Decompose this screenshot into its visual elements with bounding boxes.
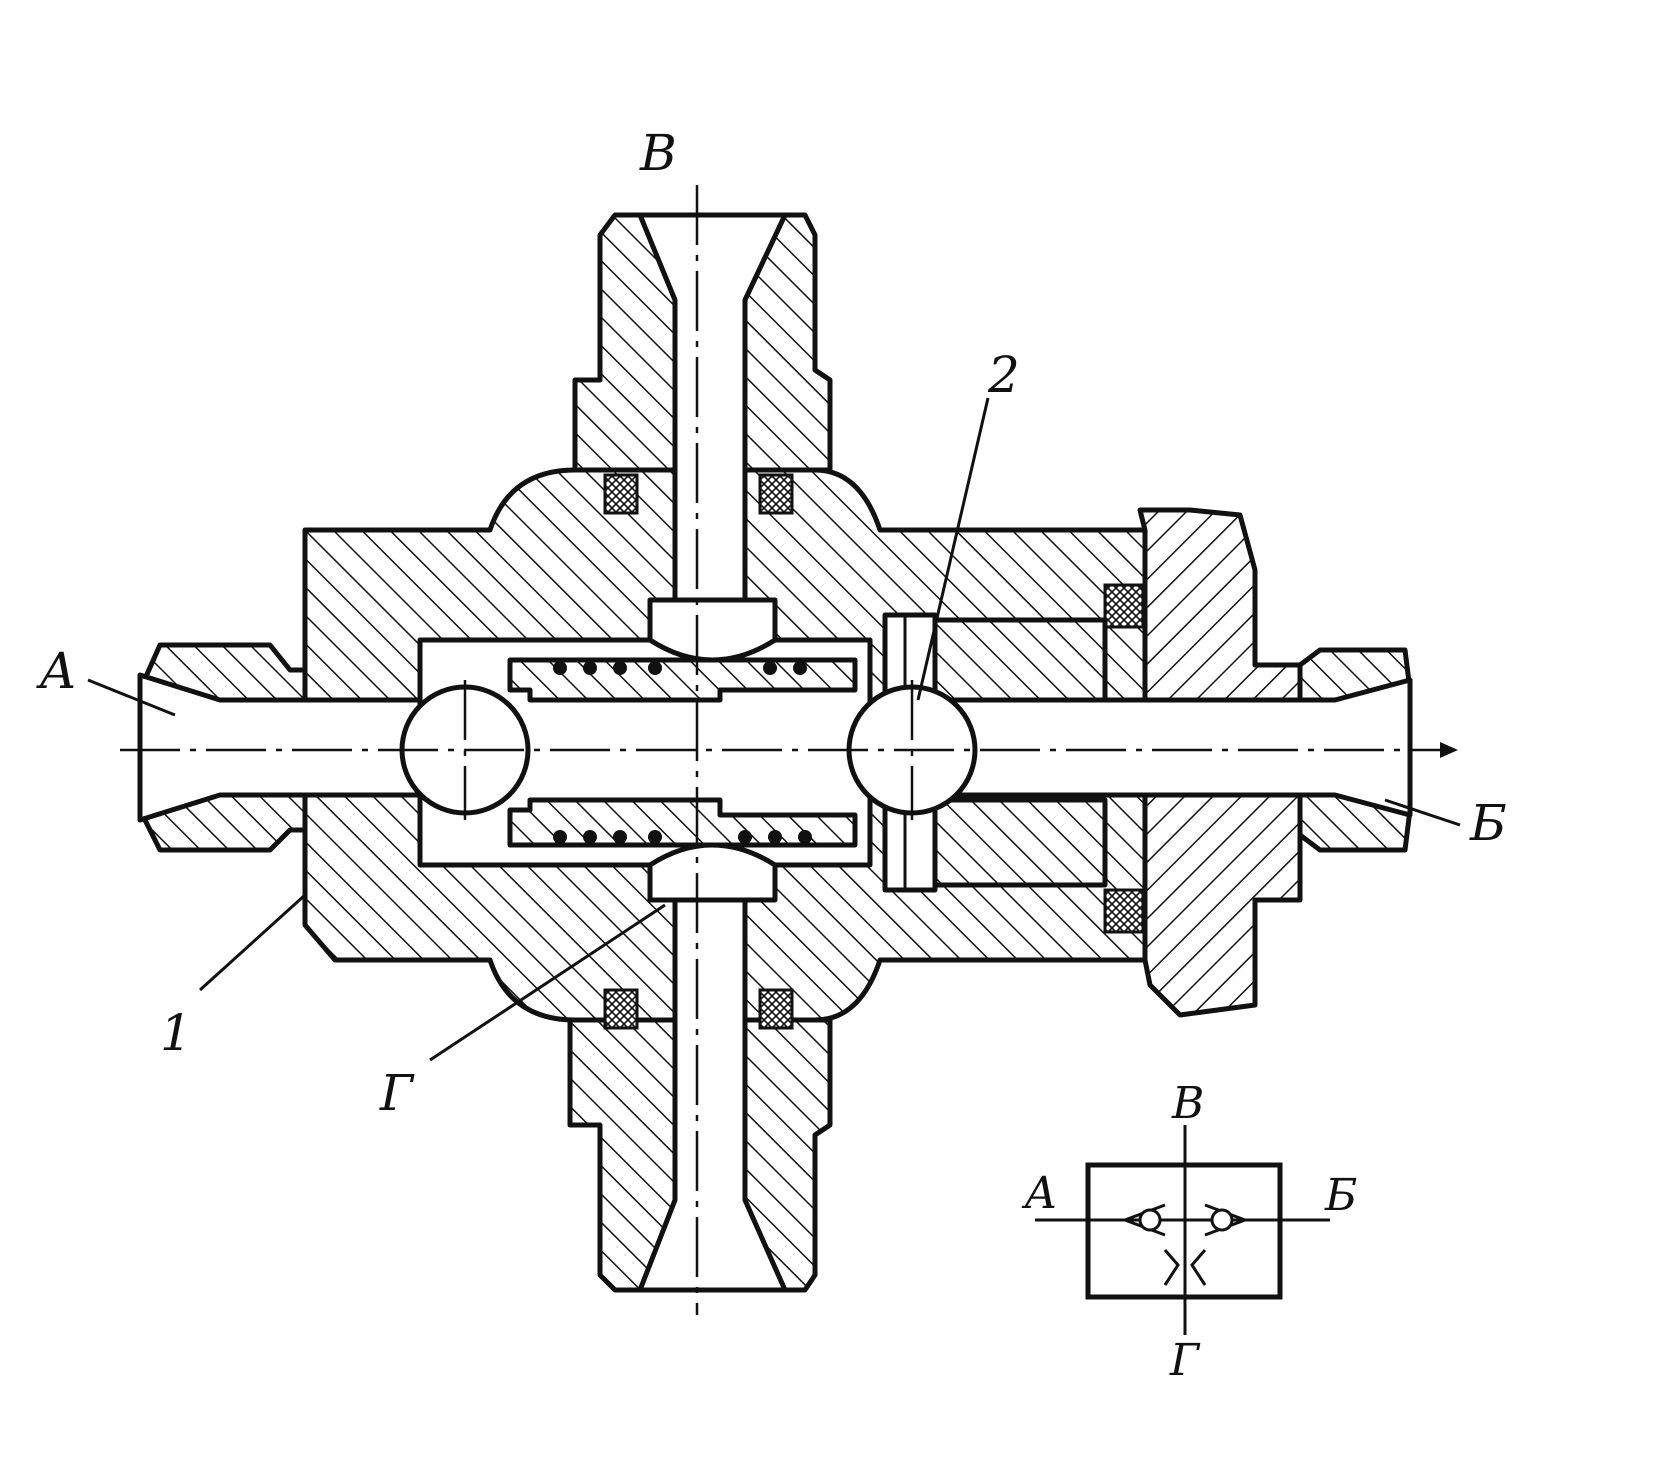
symbol-label-a: A [1021,1168,1057,1219]
top-fitting-port-v [572,212,833,603]
port-label-b: Б [1469,794,1507,852]
part-label-1: 1 [160,1004,192,1062]
part-label-2: 2 [987,346,1020,404]
plug-domes [647,597,778,903]
port-label-v: В [639,124,677,182]
leader-lines [87,397,1461,1062]
bottom-fitting-port-g [567,897,833,1293]
port-label-g: Г [379,1064,415,1122]
spring-coils [553,661,812,844]
center-axes [120,185,1450,1315]
port-label-a: A [36,642,76,700]
symbol-label-g: Г [1169,1335,1201,1386]
seal-rings [603,473,1145,1030]
symbol-label-b: Б [1324,1170,1357,1221]
hydraulic-shuttle-valve-symbol [1035,1125,1330,1335]
symbol-label-v: В [1171,1078,1204,1129]
